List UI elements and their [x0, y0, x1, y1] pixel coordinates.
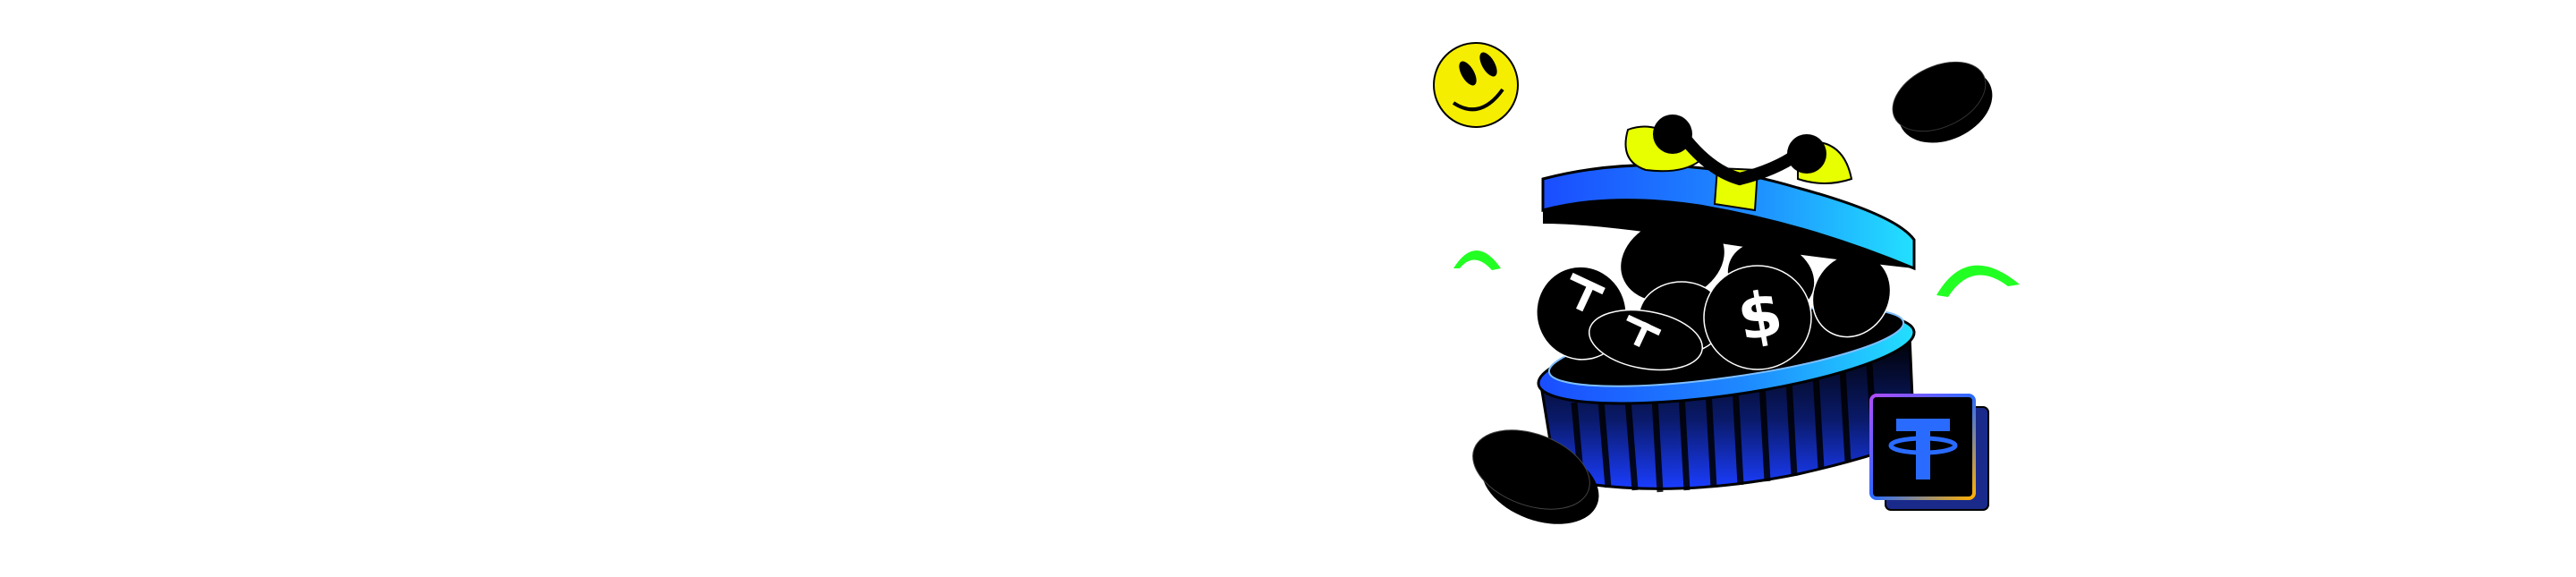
ribbon-bow: [1624, 115, 1853, 186]
flying-coin-top-right: [1892, 61, 1993, 143]
tether-tile: [1869, 394, 1989, 511]
tether-logo-icon: [1570, 272, 1662, 347]
green-swoosh-left: [1453, 250, 1501, 270]
tether-logo-icon: [1888, 419, 1958, 479]
smiley-face-icon: [1433, 42, 1519, 128]
green-swoosh-right: [1936, 265, 2020, 297]
flying-coin-bottom-left: [1472, 429, 1599, 524]
